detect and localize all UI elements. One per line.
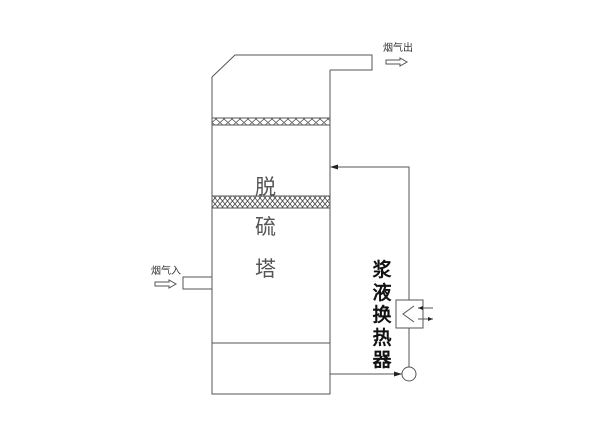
tower-label-char: 塔 [255,257,276,281]
recirculation-line [330,166,410,375]
heat-exchanger [395,299,424,329]
exchanger-label-char: 热 [372,326,392,349]
exchanger-label-char: 浆 [372,259,392,281]
heat-exchanger-coil [402,305,415,323]
exchanger-label-char: 换 [372,304,392,326]
tower-label-char: 硫 [255,215,276,239]
coolant-lines [418,307,433,320]
gas-in-label: 烟气入 [151,266,181,277]
tower-label-char: 脱 [255,175,276,199]
tower-body [211,70,331,395]
exchanger-label: 浆 液 换 热 器 [371,259,393,372]
pump-icon [401,366,417,382]
gas-out-label: 烟气出 [383,43,413,54]
outlet-hood [211,54,373,78]
gas-in-arrow-icon [154,279,178,289]
pump-arrowhead [394,371,402,377]
exchanger-label-char: 器 [372,349,392,371]
gas-out-arrow-icon [385,57,409,67]
inlet-stub [182,276,212,290]
packing-layer-lower [211,195,331,209]
packing-layer-upper [211,117,331,126]
return-arrowhead [330,164,338,170]
exchanger-label-char: 液 [372,281,392,304]
